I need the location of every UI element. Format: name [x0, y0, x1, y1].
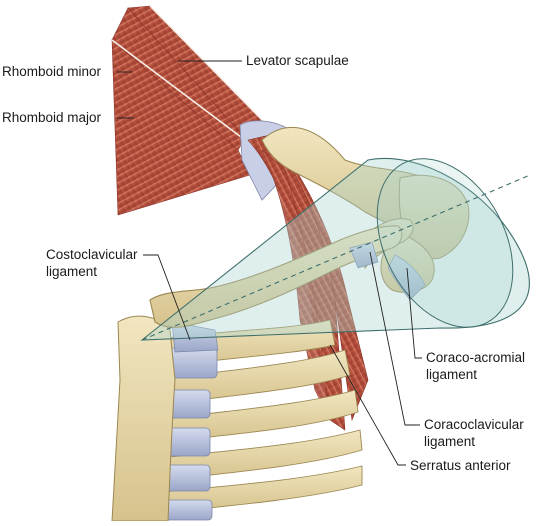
- leader-coracoclavicular: [369, 251, 420, 426]
- label-costoclavicular-line2: ligament: [46, 264, 98, 279]
- clavicle: [149, 225, 403, 328]
- label-levator-scapulae: Levator scapulae: [246, 53, 349, 68]
- muscle-border-line: [149, 5, 271, 129]
- leader-costoclavicular: [143, 254, 191, 341]
- label-costoclavicular-line1: Costoclavicular: [46, 247, 138, 262]
- coracoclavicular-ligament: [349, 241, 379, 269]
- label-coraco-acromial-line1: Coraco-acromial: [426, 350, 526, 365]
- leader-coraco-acromial: [406, 267, 422, 359]
- label-costoclavicular-ligament: Costoclavicular ligament: [46, 246, 138, 280]
- label-coracoclavicular-ligament: Coracoclavicular ligament: [424, 416, 524, 450]
- muscle-border-line: [111, 39, 246, 141]
- label-coracoclavicular-line2: ligament: [424, 434, 476, 449]
- leader-serratus-anterior: [329, 344, 406, 466]
- serratus-anterior-muscle: [269, 134, 369, 422]
- circumduction-cone: [140, 158, 530, 341]
- label-coraco-acromial-line2: ligament: [426, 367, 478, 382]
- label-coraco-acromial-ligament: Coraco-acromial ligament: [426, 349, 525, 383]
- label-coracoclavicular-line1: Coracoclavicular: [424, 417, 524, 432]
- costoclavicular-ligament: [171, 321, 219, 353]
- cone-axis-dashed: [141, 174, 531, 341]
- sternum: [111, 315, 176, 522]
- cone-base-ellipse: [376, 158, 514, 328]
- label-rhomboid-minor: Rhomboid minor: [2, 64, 102, 79]
- label-rhomboid-major: Rhomboid major: [2, 110, 102, 125]
- label-serratus-anterior: Serratus anterior: [410, 458, 511, 473]
